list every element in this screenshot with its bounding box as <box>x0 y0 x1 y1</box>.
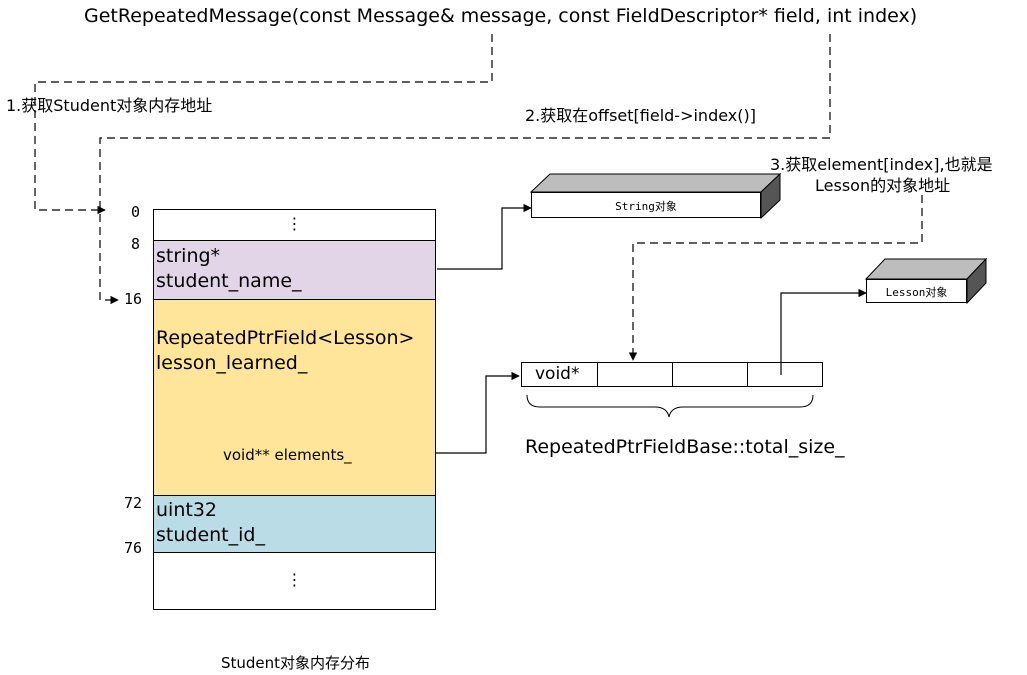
step2-dashed-arrow <box>99 34 831 305</box>
repeated-field: lesson_learned_ <box>156 352 308 374</box>
step1-dashed-arrow <box>34 34 493 215</box>
uint-field: student_id_ <box>156 524 265 546</box>
repeated-type: RepeatedPtrField<Lesson> <box>156 327 415 349</box>
function-signature: GetRepeatedMessage(const Message& messag… <box>84 5 918 27</box>
ellipsis-top: ⋮ <box>286 214 303 233</box>
memory-bottom-cell: ⋮ <box>153 552 436 610</box>
string-box-side <box>760 172 781 220</box>
memory-repeated-cell: RepeatedPtrField<Lesson> lesson_learned_… <box>153 299 436 496</box>
step3-label-line1: 3.获取element[index],也就是 <box>770 155 993 174</box>
lesson-box-top <box>864 258 988 280</box>
step1-label: 1.获取Student对象内存地址 <box>6 96 213 115</box>
offset-label: 0 <box>131 203 141 221</box>
offset-label: 16 <box>124 290 143 308</box>
memory-caption: Student对象内存分布 <box>221 654 371 672</box>
array-cell <box>747 362 823 387</box>
offset-label: 76 <box>124 539 143 557</box>
step2-label: 2.获取在offset[field->index()] <box>525 106 756 125</box>
string-field: student_name_ <box>156 270 302 292</box>
uint-type: uint32 <box>156 499 217 521</box>
array-cell-first: void* <box>521 362 598 387</box>
string-object-box: String对象 <box>531 192 761 218</box>
string-box-top <box>529 173 782 193</box>
string-pointer-arrow <box>437 203 532 270</box>
array-caption: RepeatedPtrFieldBase::total_size_ <box>525 436 845 458</box>
step3-dashed-arrow <box>628 195 923 361</box>
array-cell-label: void* <box>535 364 580 384</box>
lesson-box-side <box>966 257 987 305</box>
memory-uint-cell: uint32 student_id_ <box>153 495 436 553</box>
string-object-label: String对象 <box>615 200 677 213</box>
string-type: string* <box>156 245 221 267</box>
elements-label: void** elements_ <box>223 446 352 464</box>
offset-label: 8 <box>131 235 141 253</box>
array-brace <box>526 394 814 418</box>
memory-top-cell: ⋮ <box>153 209 436 241</box>
offset-label: 72 <box>124 494 143 512</box>
step3-label-line2: Lesson的对象地址 <box>815 176 951 195</box>
array-cell <box>597 362 673 387</box>
lesson-pointer-arrow <box>780 288 867 375</box>
array-cell <box>672 362 748 387</box>
memory-string-cell: string* student_name_ <box>153 240 436 300</box>
lesson-object-box: Lesson对象 <box>866 279 967 303</box>
ellipsis-bottom: ⋮ <box>286 570 303 589</box>
lesson-object-label: Lesson对象 <box>885 286 948 299</box>
